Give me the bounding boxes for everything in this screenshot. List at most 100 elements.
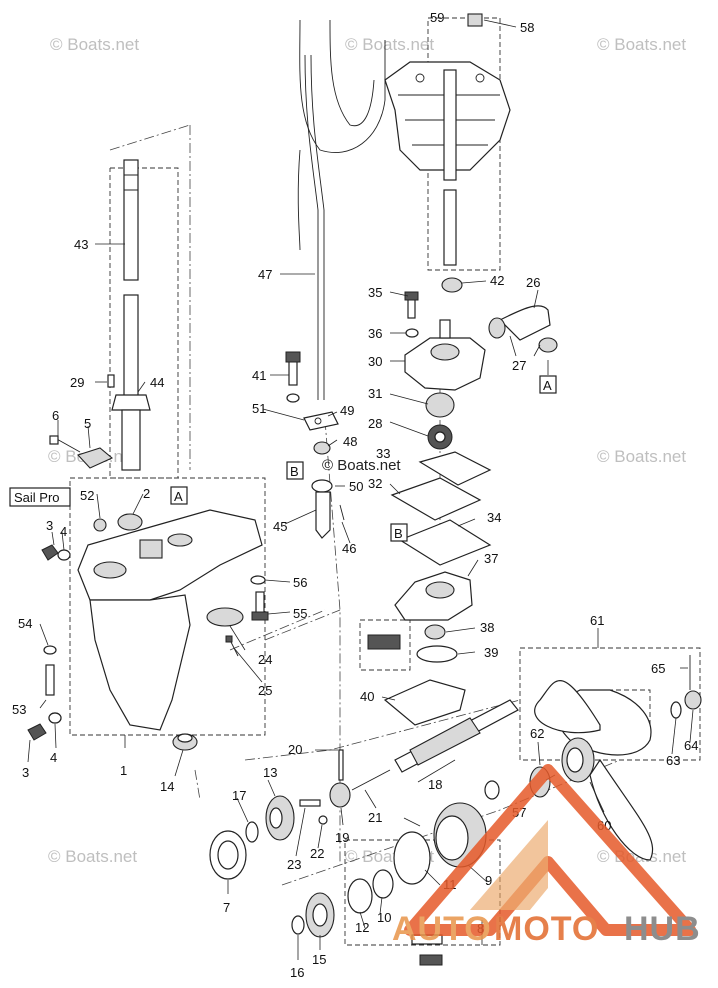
part-number: 3 <box>46 518 53 533</box>
part-number: 55 <box>293 606 307 621</box>
ball <box>318 815 328 825</box>
sail-pro-callout: Sail Pro <box>9 487 71 507</box>
watermark: © Boats.net <box>50 35 139 54</box>
bolt-55 <box>250 575 269 621</box>
part-number: 21 <box>368 810 382 825</box>
ref-marker-a: A <box>543 378 552 393</box>
part-number: 6 <box>52 408 59 423</box>
spring <box>351 769 391 791</box>
part-number: 49 <box>340 403 354 418</box>
grommet-42 <box>441 277 463 293</box>
cover-plate <box>206 607 244 657</box>
part-number: 15 <box>312 952 326 967</box>
bearing-carrier <box>393 802 487 885</box>
bolt-35 <box>404 291 419 338</box>
part-number: 56 <box>293 575 307 590</box>
part-number: 13 <box>263 765 277 780</box>
shift-rod-long <box>304 54 325 400</box>
part-number: 38 <box>480 620 494 635</box>
part-number: 65 <box>651 661 665 676</box>
nut-washer-upper <box>41 544 71 561</box>
automotohub-logo: AUTO MOTO HUB <box>392 764 701 948</box>
clutch <box>329 782 351 808</box>
logo-text-auto: AUTO <box>392 910 492 948</box>
part-number: 9 <box>485 873 492 888</box>
part-number: 53 <box>12 702 26 717</box>
part-number: 3 <box>22 765 29 780</box>
part-number: 37 <box>484 551 498 566</box>
plunger <box>299 799 321 807</box>
clip-59 <box>467 13 483 27</box>
shift-cam <box>315 491 331 539</box>
part-number: 42 <box>490 273 504 288</box>
oring-50 <box>311 479 333 493</box>
watermark: © Boats.net <box>597 35 686 54</box>
part-number: 26 <box>526 275 540 290</box>
inline-watermark: © Boats.net <box>322 457 401 474</box>
propeller-shaft <box>394 699 519 773</box>
watermark: © Boats.net <box>345 35 434 54</box>
exhaust-tube-outline <box>297 19 386 251</box>
part-number: 17 <box>232 788 246 803</box>
seal <box>93 518 107 532</box>
part-number: 35 <box>368 285 382 300</box>
ref-marker-a: A <box>174 489 183 504</box>
part-number: 36 <box>368 326 382 341</box>
part-number: 64 <box>684 738 698 753</box>
part-number: 40 <box>360 689 374 704</box>
part-number: 32 <box>368 476 382 491</box>
part-number: 12 <box>355 920 369 935</box>
ref-marker-b: B <box>394 526 403 541</box>
part-number: 23 <box>287 857 301 872</box>
oring-48 <box>313 441 331 455</box>
nut-washer-lower <box>27 712 62 741</box>
part-number: 58 <box>520 20 534 35</box>
part-number: 4 <box>50 750 57 765</box>
part-number: 63 <box>666 753 680 768</box>
oil-seal <box>424 624 446 640</box>
insert-detail <box>367 634 401 650</box>
pin <box>339 504 345 521</box>
part-number: 20 <box>288 742 302 757</box>
watermark: © Boats.net <box>48 847 137 866</box>
part-number: 1 <box>120 763 127 778</box>
driveshaft <box>111 159 151 471</box>
part-number: 51 <box>252 401 266 416</box>
watermark: © Boats.net <box>597 447 686 466</box>
insert-cup <box>425 392 455 418</box>
logo-text-hub: HUB <box>624 910 701 948</box>
ref-marker-b: B <box>290 464 299 479</box>
part-number: 45 <box>273 519 287 534</box>
shim <box>245 821 259 843</box>
mount-block <box>49 435 114 469</box>
part-number: 4 <box>60 524 67 539</box>
part-number: 10 <box>377 910 391 925</box>
part-number: 28 <box>368 416 382 431</box>
part-number: 18 <box>428 777 442 792</box>
propeller <box>534 680 654 861</box>
part-number: 50 <box>349 479 363 494</box>
pump-base <box>394 571 473 621</box>
shim-16 <box>291 915 305 935</box>
part-number: 7 <box>223 900 230 915</box>
bolt-washer-left <box>43 645 62 724</box>
part-number: 52 <box>80 488 94 503</box>
part-number: 44 <box>150 375 164 390</box>
part-number: 27 <box>512 358 526 373</box>
bolt-41 <box>285 351 301 403</box>
part-number: 62 <box>530 726 544 741</box>
shift-rod-short <box>443 69 457 266</box>
part-number: 22 <box>310 846 324 861</box>
part-number: 47 <box>258 267 272 282</box>
part-number: 46 <box>342 541 356 556</box>
part-number: 34 <box>487 510 501 525</box>
cross-pin <box>338 749 344 781</box>
reverse-gear <box>305 892 335 938</box>
oring-39 <box>416 645 458 663</box>
part-number: 54 <box>18 616 32 631</box>
tapered-bearing <box>209 830 247 880</box>
gasket-40 <box>383 679 466 726</box>
thrust-washer <box>484 780 500 800</box>
shift-plate <box>303 411 339 431</box>
